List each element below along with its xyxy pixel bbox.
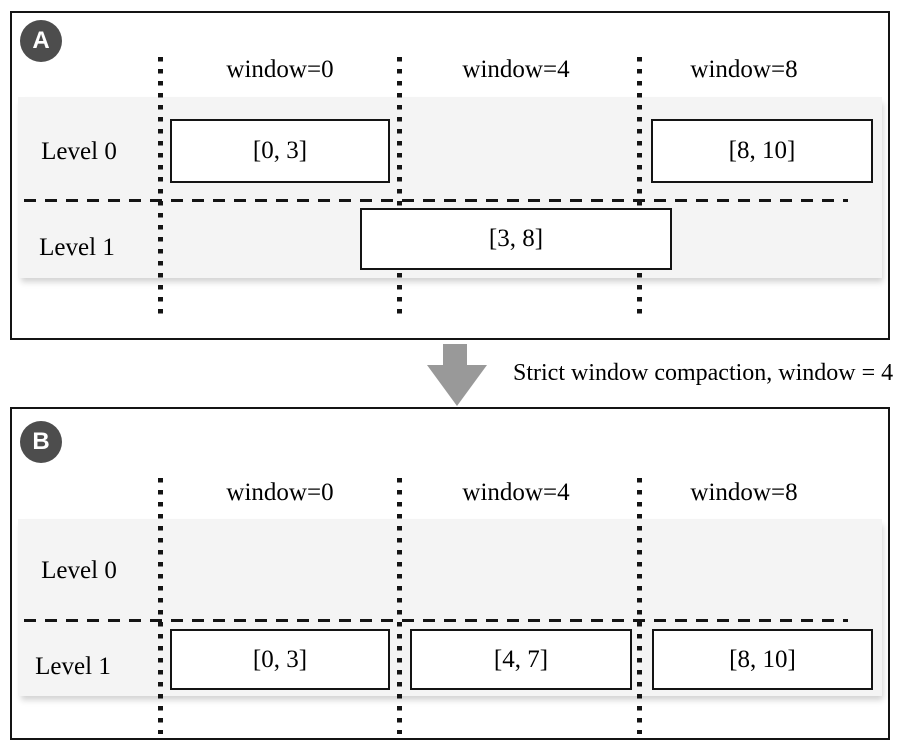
interval-text: [0, 3] [252,645,308,673]
panel-b-window-boundary-line-8 [637,478,642,734]
panel-b-window-boundary-line-0 [158,478,163,734]
panel-b-level1-interval-box: [8, 10] [652,629,873,690]
panel-b-level-0-label: Level 0 [41,557,117,584]
panel-a-level-divider-line [24,199,848,202]
panel-a-level-1-label: Level 1 [39,234,115,261]
panel-a-window-boundary-line-4 [397,57,402,319]
interval-text: [3, 8] [488,225,544,252]
down-arrow-icon [427,365,487,406]
panel-a-level0-interval-box: [8, 10] [651,119,873,183]
panel-b-badge: B [20,421,62,463]
panel-b-level1-interval-box: [4, 7] [410,629,632,690]
interval-text: [8, 10] [728,137,796,164]
panel-a-level0-interval-box: [0, 3] [170,119,390,183]
panel-a-level1-interval-box: [3, 8] [360,208,672,270]
panel-a-window-label-0: window=0 [226,56,334,83]
transition-label: Strict window compaction, window = 4 [513,360,894,386]
panel-b-window-label-0: window=0 [226,479,334,506]
panel-a-window-label-4: window=4 [462,56,570,83]
panel-b-level1-interval-box: [0, 3] [170,629,390,690]
panel-a-level-0-label: Level 0 [41,138,117,165]
interval-text: [4, 7] [493,645,549,673]
down-arrow-icon [443,344,467,366]
panel-a-window-label-8: window=8 [690,56,798,83]
panel-b-window-label-4: window=4 [462,479,570,506]
interval-text: [0, 3] [252,137,308,164]
panel-a-badge: A [20,20,62,62]
panel-b-level-1-label: Level 1 [35,653,111,680]
panel-b-window-boundary-line-4 [397,478,402,734]
panel-b-window-label-8: window=8 [690,479,798,506]
panel-b-level-divider-line [24,619,848,622]
panel-a-window-boundary-line-8 [637,57,642,319]
panel-a-window-boundary-line-0 [158,57,163,319]
interval-text: [8, 10] [729,645,796,673]
